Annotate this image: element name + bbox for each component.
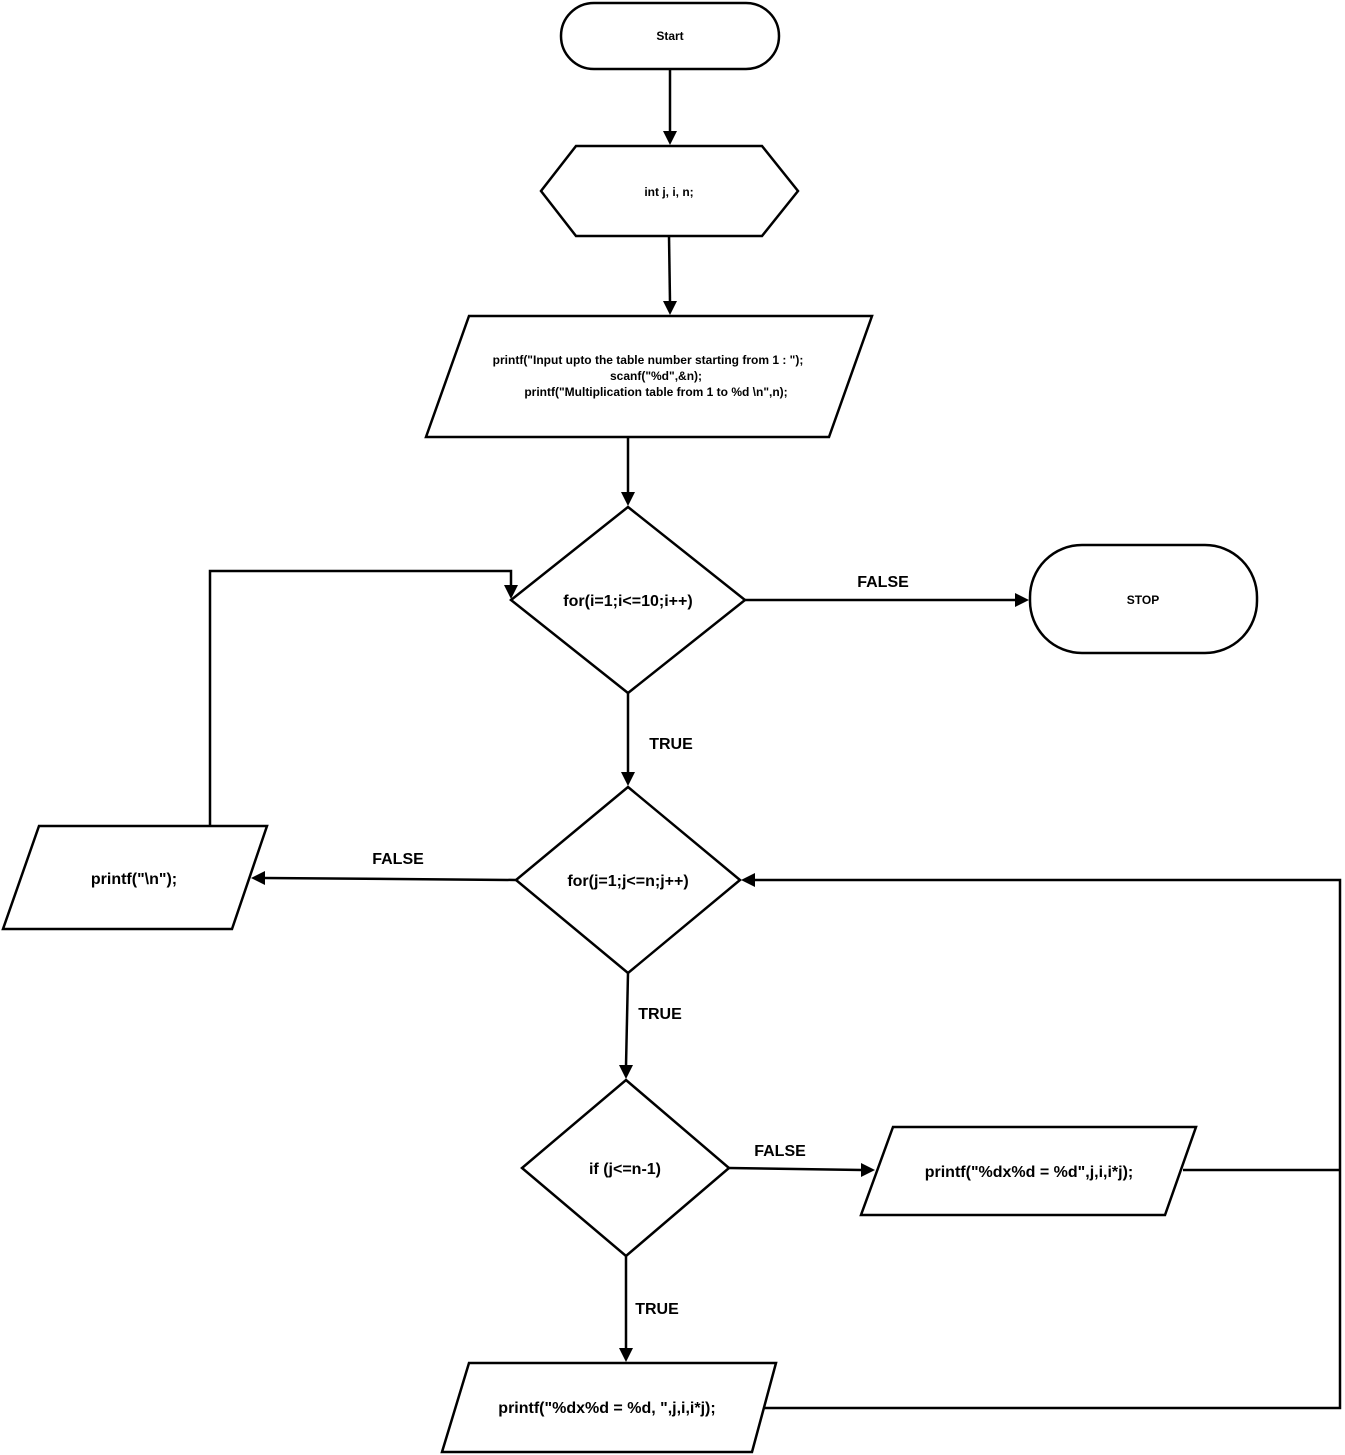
- print-last-label: printf("%dx%d = %d",j,i,i*j);: [925, 1164, 1134, 1181]
- input-output-box: [424, 314, 874, 439]
- connector-start-declare: [663, 69, 677, 145]
- connector-for-j-true-if: [619, 972, 633, 1079]
- for-j-false-label: FALSE: [372, 851, 424, 868]
- print-comma-label: printf("%dx%d = %d, ",j,i,i*j);: [498, 1400, 715, 1417]
- for-i-false-label: FALSE: [857, 574, 909, 591]
- io-label-line-1: printf("Input upto the table number star…: [493, 353, 804, 367]
- print-comma-box: [440, 1361, 778, 1454]
- for-i-label: for(i=1;i<=10;i++): [563, 593, 692, 610]
- connector-if-true-print-comma: [619, 1256, 633, 1362]
- connector-if-false-print-last: [728, 1163, 875, 1177]
- start-label: Start: [656, 29, 683, 43]
- declare-preparation-box: [539, 144, 800, 238]
- print-newline-box: [1, 824, 269, 931]
- io-label-line-2: scanf("%d",&n);: [610, 369, 702, 383]
- connector-declare-io: [663, 235, 677, 315]
- for-i-true-label: TRUE: [649, 736, 693, 753]
- connector-io-for-i: [621, 437, 635, 506]
- if-false-label: FALSE: [754, 1143, 806, 1160]
- connector-for-j-false-newline: [251, 871, 517, 885]
- print-newline-label: printf("\n");: [91, 871, 177, 888]
- connector-for-i-false-stop: [745, 593, 1029, 607]
- for-j-label: for(j=1;j<=n;j++): [567, 873, 688, 890]
- stop-terminal: [1028, 543, 1259, 655]
- connector-for-i-true-for-j: [621, 693, 635, 786]
- for-j-true-label: TRUE: [638, 1006, 682, 1023]
- io-label-line-3: printf("Multiplication table from 1 to %…: [524, 385, 787, 399]
- if-true-label: TRUE: [635, 1301, 679, 1318]
- stop-label: STOP: [1127, 593, 1159, 607]
- if-label: if (j<=n-1): [589, 1161, 661, 1178]
- connector-newline-loop-back: [208, 569, 518, 826]
- print-last-box: [859, 1125, 1198, 1217]
- connector-print-comma-loop: [741, 873, 1342, 1410]
- declare-label: int j, i, n;: [644, 185, 693, 199]
